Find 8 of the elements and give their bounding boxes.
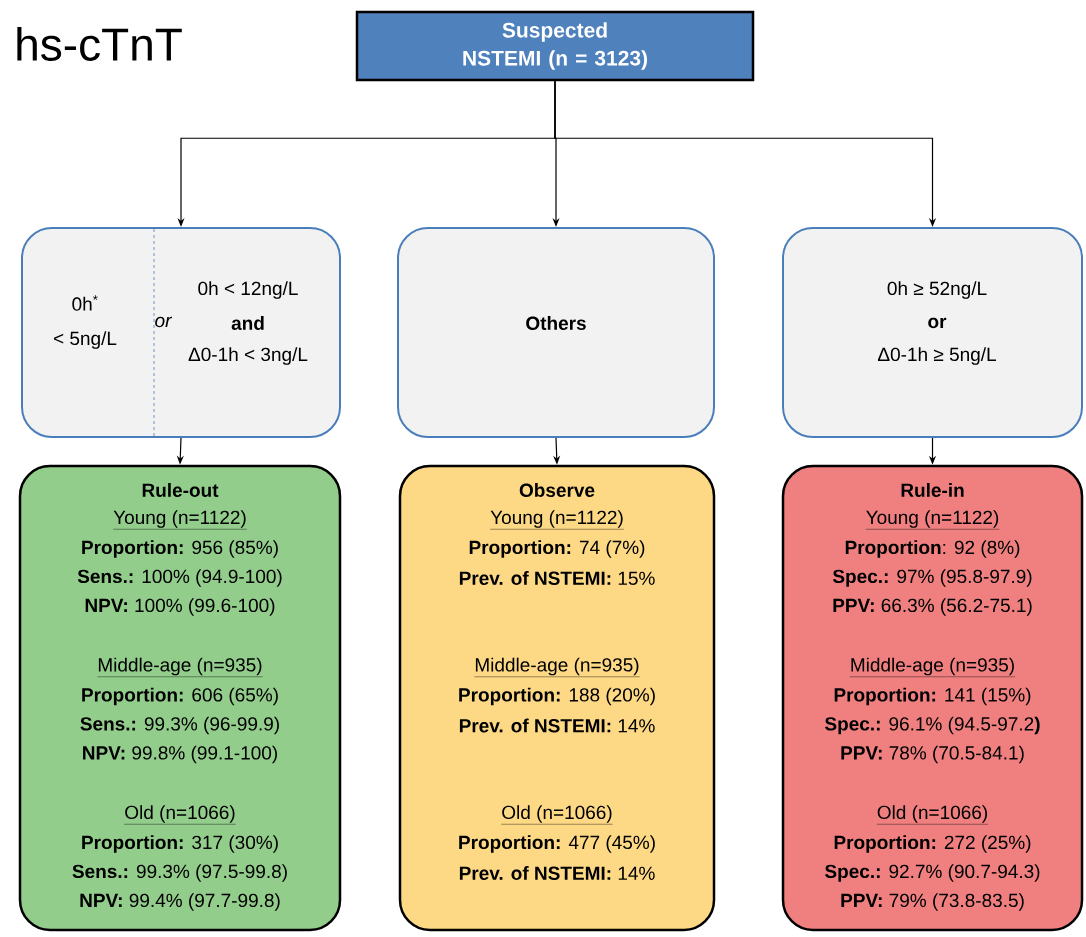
rule-in-box: Rule-in Young (n=1122) Proportion: 92 (8%) Spec.: 97% (95.8-97.9) PPV: 66.3% (56.2-75.1) Middle-age (n=935) Proportion: 141 (15%) Spec.: 96.1% (94.5-97.2) PPV: 78% (70.5-84.1) Old (n=1066) Proportion: 272 (25%) Spec.: 92.7% (90.7-94.3) PPV: 79% (73.8-83.5)	[781, 464, 1084, 932]
observe-box: Observe Young (n=1122) Proportion: 74 (7%) Prev. of NSTEMI: 15% Middle-age (n=935) Proportion: 188 (20%) Prev. of NSTEMI: 14% Old (n=1066) Proportion: 477 (45%) Prev. of NSTEMI: 14%	[398, 464, 716, 932]
title: hs-cTnT	[17, 27, 182, 61]
start-box: Suspected NSTEMI (n = 3123)	[355, 10, 755, 82]
criteria-box: Others	[397, 227, 715, 438]
criteria-box: 0h ≥ 52ng/L or Δ0-1h ≥ 5ng/L	[782, 227, 1083, 438]
rule-out-box: Rule-out Young (n=1122) Proportion: 956 (85%) Sens.: 100% (94.9-100) NPV: 100% (99.6-100) Middle-age (n=935) Proportion: 606 (65%) Sens.: 99.3% (96-99.9) NPV: 99.8% (99.1-100) Old (n=1066) Proportion: 317 (30%) Sens.: 99.3% (97.5-99.8) NPV: 99.4% (97.7-99.8)	[18, 464, 342, 932]
criteria-box: 0h$^{*}$ < 5ng/L or 0h < 12ng/L and Δ0-1h < 3ng/L	[21, 227, 341, 438]
